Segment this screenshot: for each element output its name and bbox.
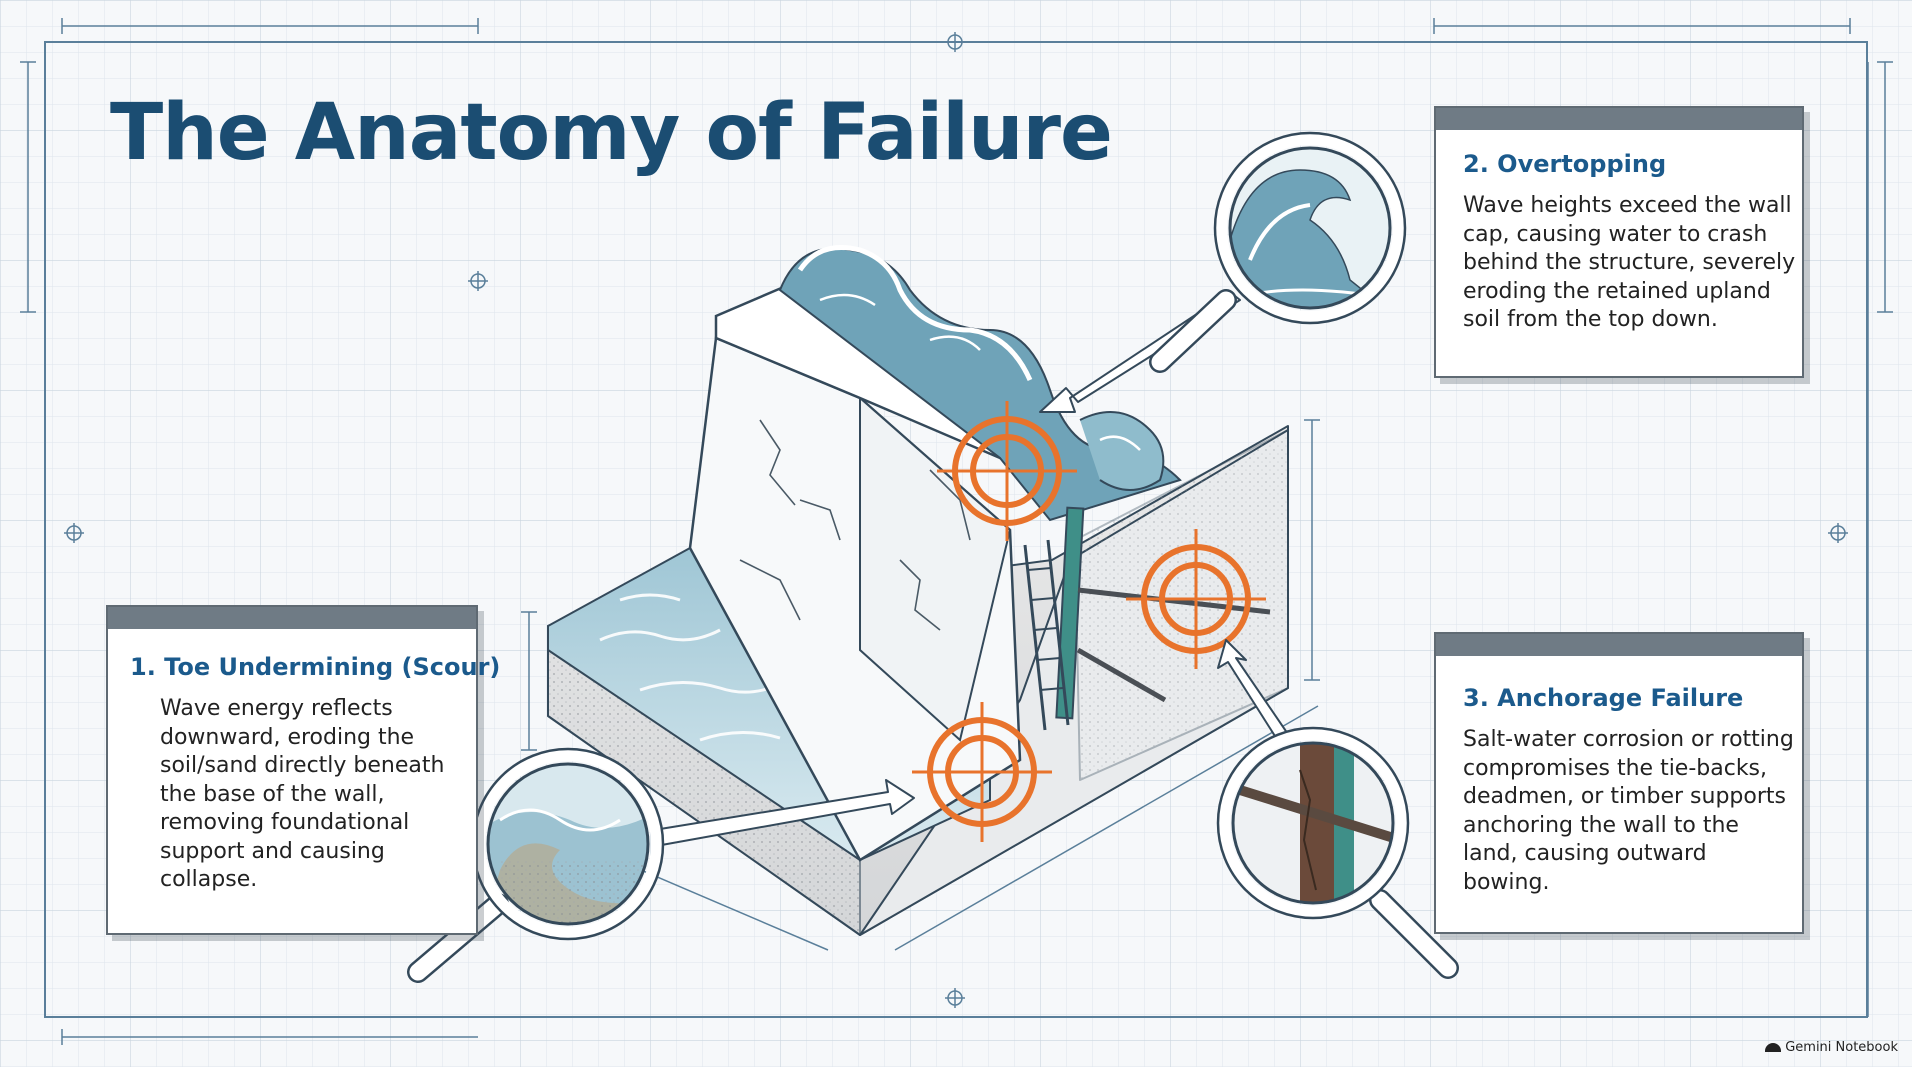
card-toe-undermining: 1. Toe Undermining (Scour) Wave energy r…: [106, 605, 501, 935]
magnifier-icon: [1216, 726, 1459, 979]
card-body: Wave heights exceed the wall cap, causin…: [1463, 193, 1796, 332]
target-icon: [937, 401, 1077, 541]
card-body: Salt-water corrosion or rotting compromi…: [1463, 727, 1794, 895]
magnifier-icon: [1149, 131, 1407, 373]
notebook-logo-icon: [1765, 1043, 1782, 1052]
card-body: Wave energy reflects downward, eroding t…: [160, 696, 445, 892]
card-header-bar: [1436, 634, 1802, 656]
credit-label: Gemini Notebook: [1785, 1040, 1898, 1055]
target-icon: [1126, 529, 1266, 669]
card-heading: 3. Anchorage Failure: [1463, 684, 1744, 712]
target-icon: [912, 702, 1052, 842]
page-title: The Anatomy of Failure: [110, 88, 1113, 178]
crosshair-icon: [64, 32, 1848, 1008]
card-overtopping: 2. Overtopping Wave heights exceed the w…: [1434, 106, 1804, 378]
card-heading: 2. Overtopping: [1463, 150, 1667, 178]
credit-badge: Gemini Notebook: [1765, 1040, 1898, 1055]
card-heading: 1. Toe Undermining (Scour): [130, 653, 501, 681]
card-header-bar: [108, 607, 476, 629]
card-header-bar: [1436, 108, 1802, 130]
card-anchorage-failure: 3. Anchorage Failure Salt-water corrosio…: [1434, 632, 1804, 934]
